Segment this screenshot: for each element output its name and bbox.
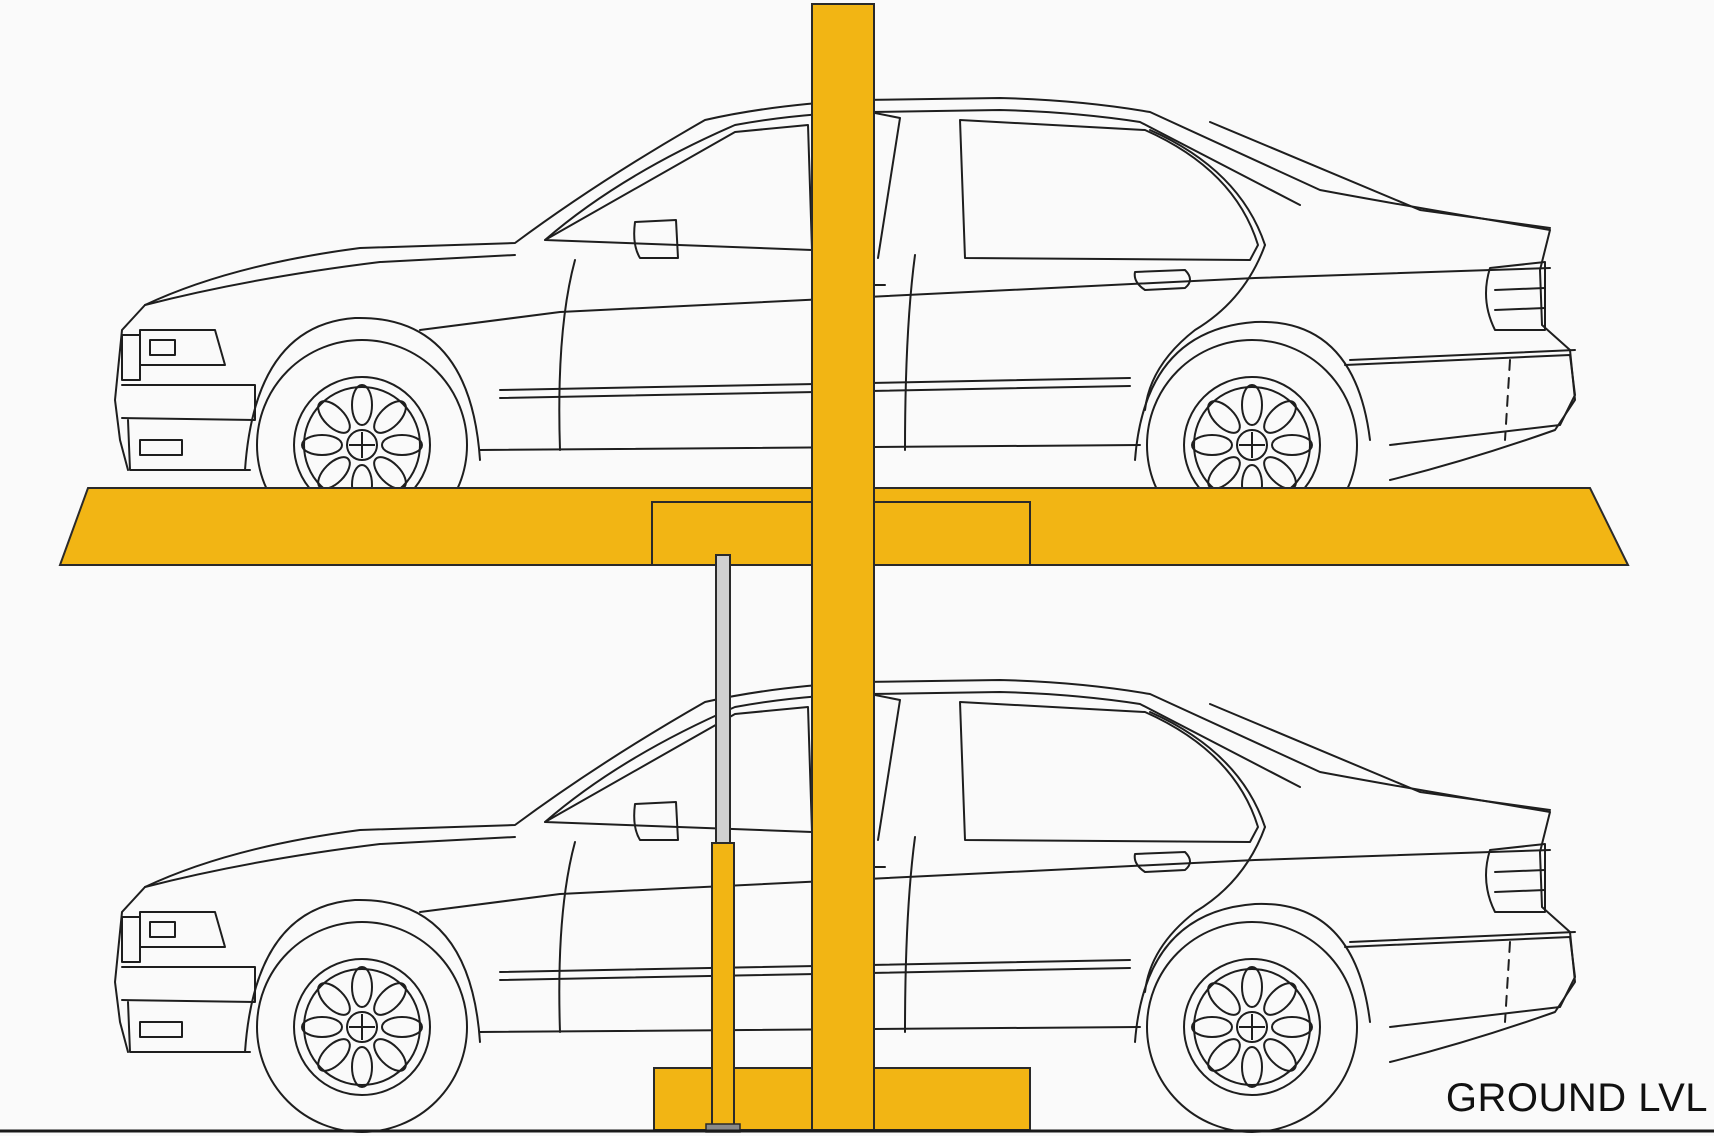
cylinder-barrel-front xyxy=(711,842,735,1131)
vertical-post xyxy=(811,3,875,1131)
piston-rod-front xyxy=(715,554,731,844)
ground-level-label: GROUND LVL xyxy=(1445,1076,1708,1120)
